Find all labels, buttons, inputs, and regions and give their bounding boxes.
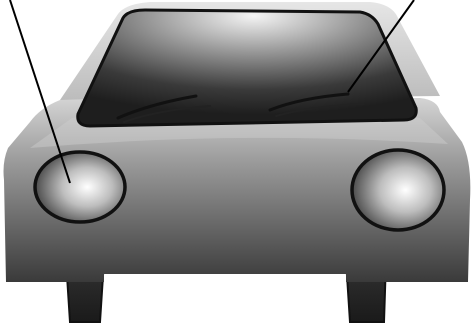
headlight-left [35, 152, 125, 222]
headlight-right [352, 150, 444, 230]
